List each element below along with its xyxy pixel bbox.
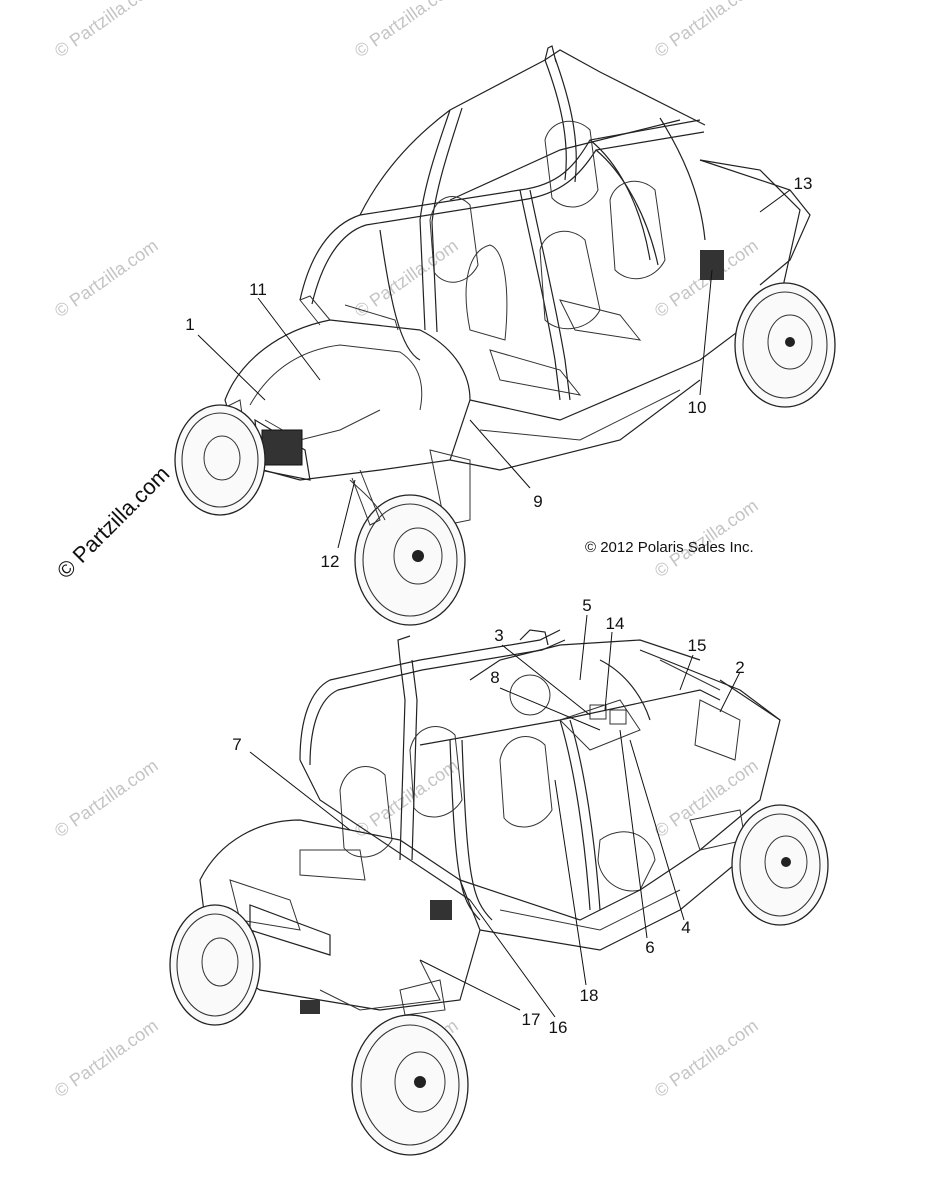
wheels-top: [174, 282, 836, 626]
side-vent: [430, 900, 452, 920]
callout-11: 11: [249, 280, 267, 299]
watermark: © Partzilla.com: [351, 235, 462, 321]
roll-cage-top: [299, 45, 706, 401]
watermark-prominent: © Partzilla.com: [52, 461, 175, 584]
watermark: © Partzilla.com: [351, 0, 462, 61]
callout-9: 9: [533, 492, 542, 511]
callout-16: 16: [549, 1018, 568, 1037]
watermark: © Partzilla.com: [651, 0, 762, 61]
steering-wheel: [509, 674, 551, 716]
watermark: © Partzilla.com: [51, 1015, 162, 1101]
callout-2: 2: [735, 658, 744, 677]
callout-6: 6: [645, 938, 654, 957]
leader-lines: [197, 189, 791, 1018]
callout-7: 7: [232, 735, 241, 754]
watermark: © Partzilla.com: [51, 755, 162, 841]
watermark: © Partzilla.com: [651, 1015, 762, 1101]
callouts: 1 2 3 4 5 6 7 8 9 10 11 12 13 14 15 16 1…: [185, 174, 812, 1037]
body-bottom: [199, 649, 781, 1016]
callout-18: 18: [580, 986, 599, 1005]
watermark: © Partzilla.com: [51, 0, 162, 61]
watermark: © Partzilla.com: [351, 755, 462, 841]
callout-15: 15: [688, 636, 707, 655]
copyright-notice: © 2012 Polaris Sales Inc.: [585, 539, 754, 556]
callout-17: 17: [522, 1010, 541, 1029]
callout-1: 1: [185, 315, 194, 334]
seats-top: [429, 120, 666, 396]
wheels-bottom: [169, 804, 829, 1156]
front-grille: [261, 429, 303, 466]
vehicle-rear-view: [169, 629, 829, 1156]
roll-cage-bottom: [299, 629, 721, 921]
callout-3: 3: [494, 626, 503, 645]
vehicle-front-view: [174, 45, 836, 626]
callout-10: 10: [688, 398, 707, 417]
callout-12: 12: [321, 552, 340, 571]
callout-8: 8: [490, 668, 499, 687]
callout-13: 13: [794, 174, 813, 193]
watermark: © Partzilla.com: [51, 235, 162, 321]
seats-bottom: [339, 674, 656, 892]
callout-4: 4: [681, 918, 690, 937]
rear-vent: [700, 250, 724, 280]
callout-14: 14: [606, 614, 625, 633]
callout-5: 5: [582, 596, 591, 615]
